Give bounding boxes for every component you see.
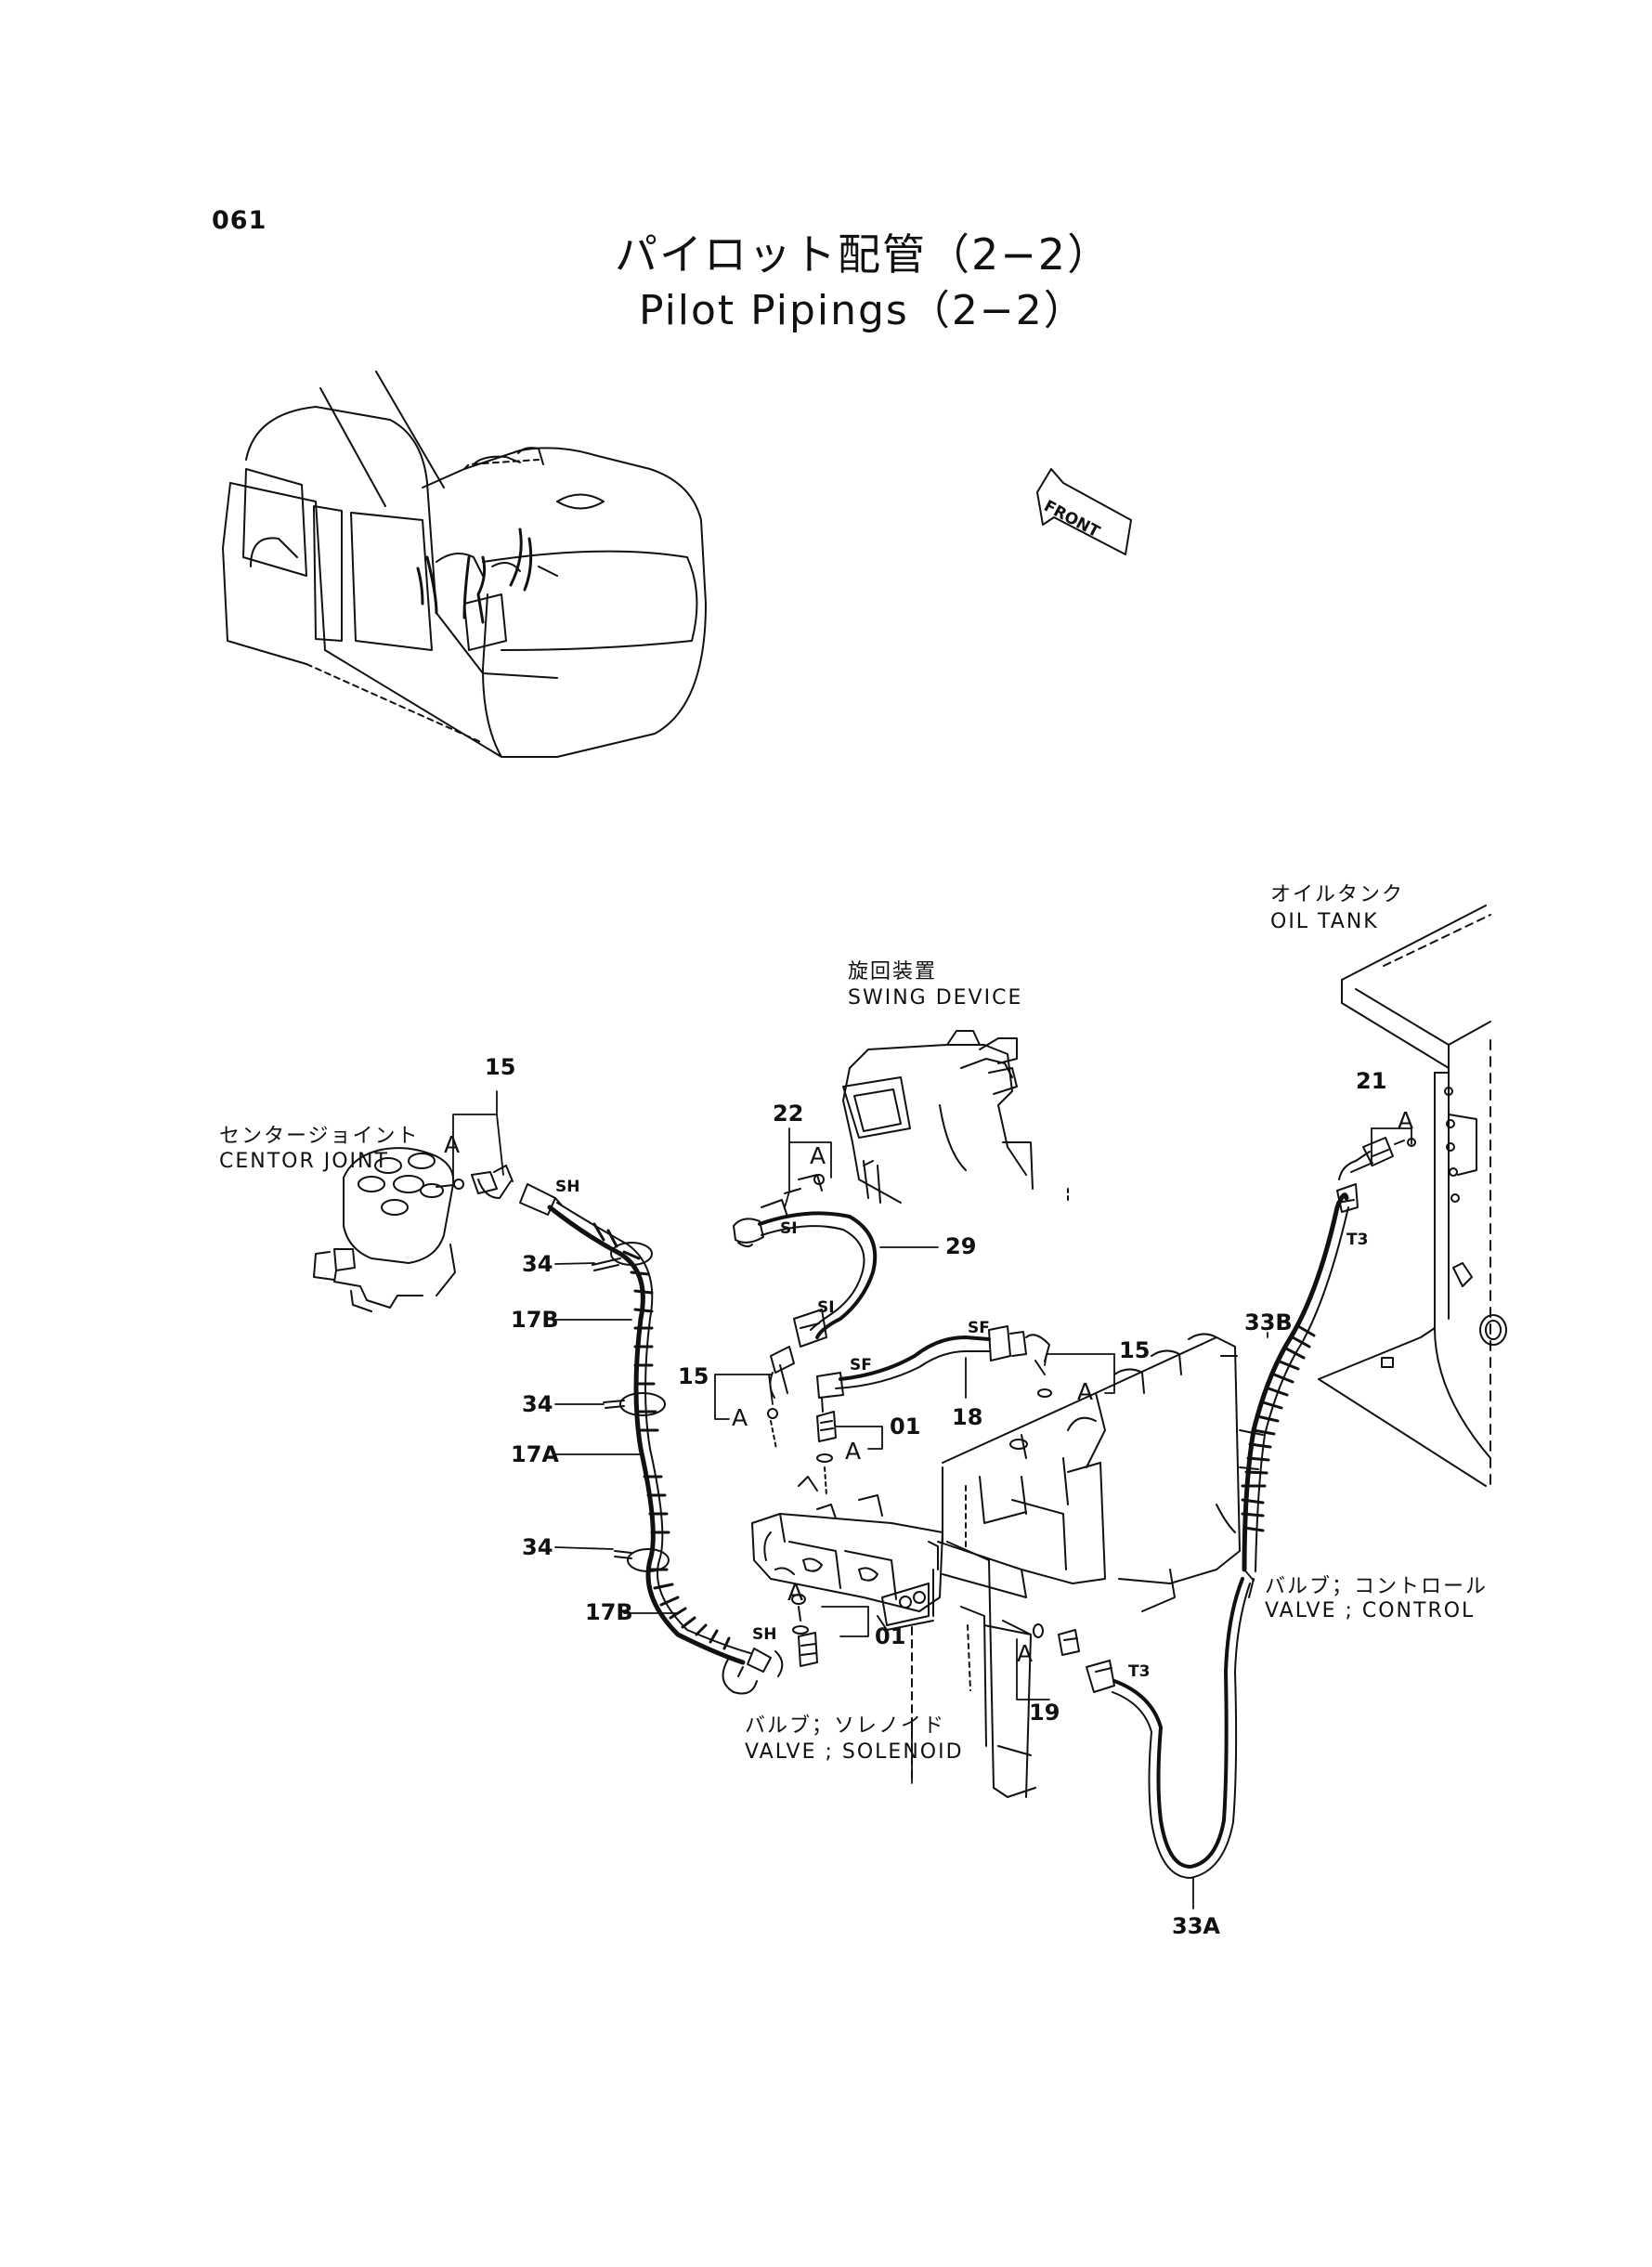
hose-17 <box>520 1184 782 1694</box>
callout-34-middle: 34 <box>522 1391 553 1417</box>
callout-01-bottom: 01 <box>875 1623 906 1649</box>
elbow-15-top <box>436 1166 513 1198</box>
detail-mark-a: A <box>732 1404 748 1431</box>
hose-tag-t3-bottom: T3 <box>1128 1662 1151 1681</box>
callout-18: 18 <box>952 1404 983 1430</box>
hose-tag-sh-top: SH <box>555 1178 580 1196</box>
detail-mark-a: A <box>1017 1640 1034 1667</box>
hose-tag-t3-top: T3 <box>1346 1231 1369 1249</box>
callout-17b-top: 17B <box>511 1307 559 1333</box>
swing-device <box>843 1031 1068 1203</box>
hose-29 <box>734 1161 875 1347</box>
detail-mark-a: A <box>1077 1378 1094 1405</box>
callout-22: 22 <box>773 1101 804 1127</box>
callout-15-top: 15 <box>485 1054 516 1080</box>
callout-01-top: 01 <box>890 1414 921 1440</box>
solenoid-valve <box>752 1477 1035 1797</box>
page-number: 061 <box>212 206 267 235</box>
control-valve <box>938 1334 1263 1611</box>
oil-tank-label-jp: オイルタンク <box>1270 883 1405 906</box>
center-joint <box>314 1148 455 1311</box>
center-joint-label-jp: センタージョイント <box>219 1125 420 1148</box>
front-arrow-icon <box>1037 469 1131 554</box>
hose-33a <box>1034 1579 1250 1878</box>
hose-33b <box>1242 1138 1415 1597</box>
hose-tag-sf-right: SF <box>968 1319 990 1337</box>
page-title-en: Pilot Pipings（2−2） <box>639 287 1086 334</box>
oil-tank <box>1319 905 1506 1486</box>
callout-17a: 17A <box>511 1441 559 1467</box>
callout-15-left: 15 <box>678 1363 709 1389</box>
adapter-01-bottom <box>792 1595 817 1666</box>
hose-tag-sf-left: SF <box>850 1356 872 1375</box>
detail-mark-a: A <box>444 1131 461 1158</box>
callout-17b-bottom: 17B <box>585 1599 633 1625</box>
detail-mark-a: A <box>810 1142 826 1169</box>
detail-mark-a: A <box>845 1438 862 1465</box>
oil-tank-label-en: OIL TANK <box>1270 910 1379 933</box>
callout-15-right: 15 <box>1119 1337 1151 1363</box>
callout-19: 19 <box>1029 1700 1060 1726</box>
detail-mark-a: A <box>787 1579 804 1606</box>
swing-device-label-en: SWING DEVICE <box>848 986 1023 1010</box>
callout-34-bottom: 34 <box>522 1534 553 1560</box>
control-valve-label-en: VALVE ; CONTROL <box>1265 1599 1476 1622</box>
callout-33a: 33A <box>1172 1913 1220 1939</box>
adapter-01-top <box>817 1412 836 1495</box>
control-valve-label-jp: バルブ；コントロール <box>1265 1575 1489 1598</box>
callout-leaders <box>453 1091 1411 1909</box>
solenoid-valve-label-jp: バルブ；ソレノイド <box>745 1714 946 1738</box>
hose-tag-si-bottom: SI <box>817 1298 835 1317</box>
hose-tag-si-top: SI <box>780 1219 798 1238</box>
hose-18 <box>817 1326 1051 1458</box>
excavator-overview <box>223 371 706 757</box>
callout-21: 21 <box>1356 1068 1387 1094</box>
callout-34-top: 34 <box>522 1251 553 1277</box>
callout-29: 29 <box>945 1233 977 1259</box>
center-joint-label-en: CENTOR JOINT <box>219 1150 389 1173</box>
detail-mark-a: A <box>1398 1107 1414 1134</box>
hose-tag-sh-bottom: SH <box>752 1625 777 1644</box>
page-title-jp: パイロット配管（2−2） <box>615 229 1112 280</box>
swing-device-label-jp: 旋回装置 <box>848 960 938 984</box>
solenoid-valve-label-en: VALVE ; SOLENOID <box>745 1740 964 1764</box>
callout-33b: 33B <box>1244 1309 1293 1335</box>
elbow-15-left <box>768 1347 794 1449</box>
